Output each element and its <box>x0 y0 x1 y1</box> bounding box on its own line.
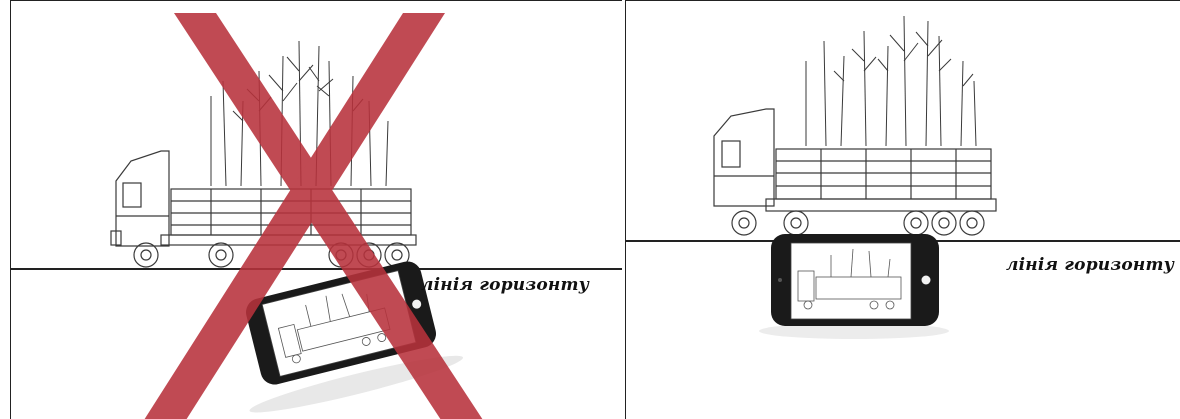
horizon-label: лінія горизонту <box>421 275 589 295</box>
horizon-label: лінія горизонту <box>1006 255 1174 275</box>
timber-truck-sketch <box>714 16 996 235</box>
panel-correct: лінія горизонту <box>625 0 1180 419</box>
correct-illustration <box>626 1 1180 419</box>
level-phone <box>759 234 949 339</box>
incorrect-illustration <box>11 1 622 419</box>
trees-sketch <box>806 16 976 146</box>
panel-incorrect: лінія горизонту <box>10 0 622 419</box>
